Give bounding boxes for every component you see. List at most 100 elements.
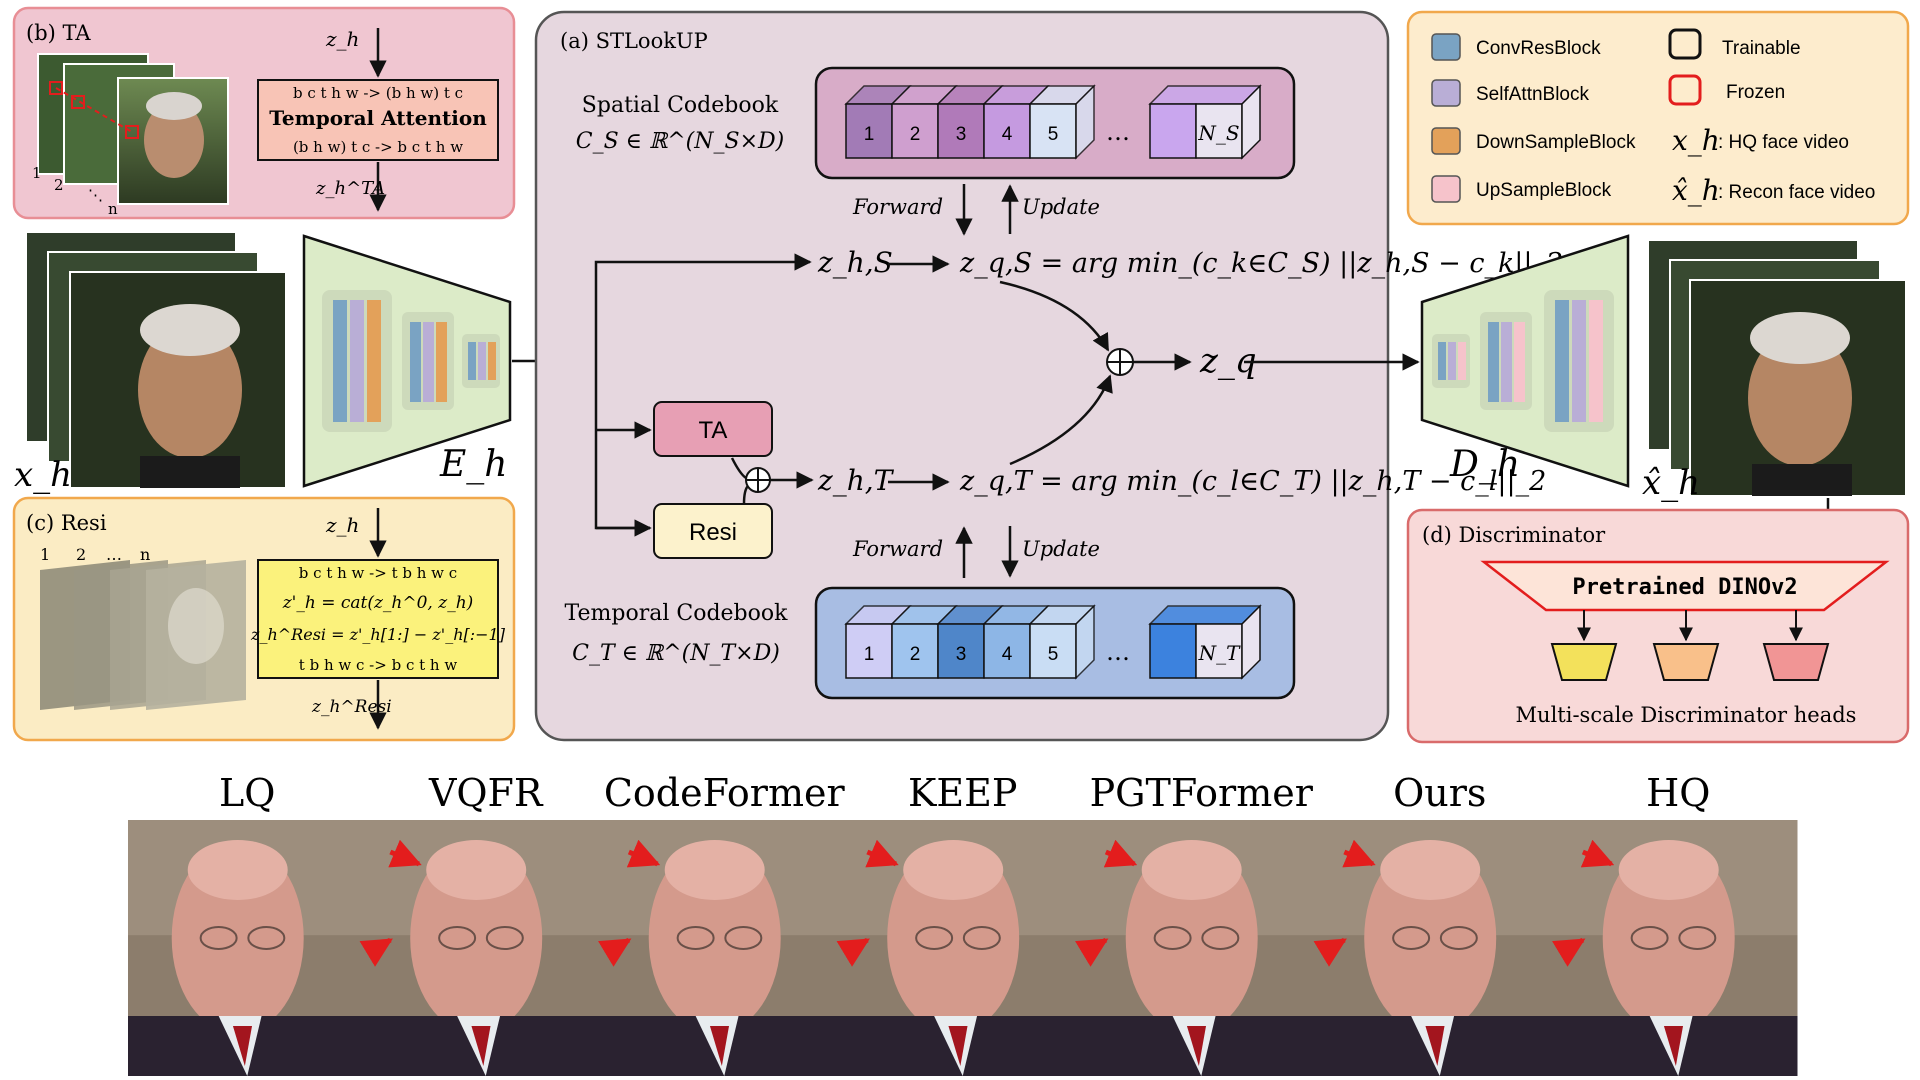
encoder-down-1 (367, 300, 381, 422)
legend-trainable-swatch (1668, 28, 1702, 60)
input-jacket (140, 456, 240, 488)
decoder-selfattn-2 (1501, 322, 1512, 402)
spatial-cube-side (1075, 84, 1095, 160)
legend-swatch-downsample (1431, 127, 1461, 155)
ta-input-label: z_h (325, 27, 359, 51)
resi-box-label: Resi (689, 519, 737, 546)
ta-box (653, 401, 773, 457)
face-glasses-right-hq (1678, 926, 1717, 950)
face-tie-ours (1425, 1026, 1445, 1066)
legend-label-downsample: DownSampleBlock (1476, 132, 1636, 153)
spatial-z-label: z_h,S (817, 246, 893, 279)
arrow-eye-codeformer (597, 937, 632, 967)
face-glasses-left-pgtformer (1153, 926, 1192, 950)
spatial-branch-arrow (594, 253, 812, 361)
output-face (1748, 330, 1852, 466)
stlookup-title: (a) STLookUP (560, 29, 708, 53)
ta-patch-n (125, 125, 139, 139)
decoder-up-2 (1514, 322, 1525, 402)
arrow-forehead-ours (1342, 839, 1376, 868)
encoder-convres-3 (468, 342, 476, 380)
ta-patch-1 (49, 81, 63, 95)
face-glasses-right-ours (1439, 926, 1478, 950)
legend-swatch-convres (1431, 33, 1461, 61)
disc-head-1 (1550, 643, 1618, 681)
temporal-cube-last-a (1149, 623, 1197, 679)
legend-swatch-upsample (1431, 175, 1461, 203)
resi-frames: 1 2 … n (40, 545, 246, 710)
temporal-eq: z_q,T = arg min_(c_l∈C_T) ||z_h,T − c_l|… (959, 466, 1546, 497)
decoder-up-3 (1589, 300, 1603, 422)
spatial-cube-3 (937, 103, 985, 159)
ta-rearrange-1: b c t h w -> (b h w) t c (293, 84, 463, 102)
spatial-cube-ellipsis: … (1106, 118, 1130, 146)
disc-head-3 (1762, 643, 1830, 681)
input-label: x_h (14, 455, 72, 495)
decoder-up-1 (1458, 342, 1466, 380)
face-forehead-ours (1380, 840, 1481, 900)
disc-title: (d) Discriminator (1422, 523, 1606, 547)
output-label: x̂_h (1642, 463, 1700, 503)
ta-rearrange-2: (b h w) t c -> b c t h w (293, 138, 463, 156)
spatial-cube-label-1: 1 (864, 124, 875, 145)
encoder-label: E_h (439, 444, 507, 485)
ta-patch-2 (71, 95, 85, 109)
face-glasses-right-pgtformer (1201, 926, 1240, 950)
temporal-cube-label-2: 2 (910, 644, 921, 665)
disc-head-2 (1652, 643, 1720, 681)
encoder-selfattn-1 (350, 300, 364, 422)
temporal-title: Temporal Codebook (565, 601, 789, 626)
ta-box-label: TA (699, 417, 728, 444)
ta-frame-label-1: 1 (32, 164, 42, 182)
arrow-eye-ours (1313, 937, 1347, 967)
resi-eq-2: z_h^Resi = z'_h[1:] − z'_h[:−1] (250, 625, 506, 644)
legend-trainable-label: Trainable (1722, 38, 1801, 59)
dinov2-label: Pretrained DINOv2 (1572, 575, 1797, 600)
spatial-last-side (1241, 84, 1261, 160)
resi-title: (c) Resi (26, 511, 107, 535)
resi-eq-1: z'_h = cat(z_h^0, z_h) (282, 593, 474, 613)
spatial-cube-label-3: 3 (956, 124, 967, 145)
legend-bg (1406, 10, 1910, 226)
legend-swatch-selfattn (1431, 79, 1461, 107)
spatial-title: Spatial Codebook (582, 93, 779, 118)
temporal-last-top (1148, 605, 1262, 625)
ta-frames: 1 2 n ⋱ (32, 53, 229, 218)
ta-output-label: z_h^TA (315, 178, 385, 199)
resi-input-label: z_h (325, 513, 359, 537)
face-forehead-keep (903, 840, 1004, 900)
face-tie-codeformer (709, 1026, 730, 1066)
face-glasses-left-hq (1630, 926, 1669, 950)
arrow-eye-pgtformer (1074, 937, 1109, 967)
ta-to-add-line (730, 457, 747, 480)
temporal-cube-last-label: N_T (1198, 641, 1242, 665)
spatial-cube-4 (983, 103, 1031, 159)
method-title-lq: LQ (219, 771, 275, 815)
ta-face (144, 102, 204, 178)
output-hair (1750, 312, 1850, 364)
output-video: x̂_h (1642, 239, 1907, 503)
legend-recon-label: : Recon face video (1718, 182, 1875, 203)
arrow-forehead-keep (865, 839, 899, 868)
legend-label-upsample: UpSampleBlock (1476, 180, 1612, 201)
input-face (138, 322, 242, 458)
spatial-cube-last-a (1149, 103, 1197, 159)
legend: ConvResBlock SelfAttnBlock DownSampleBlo… (1406, 10, 1910, 226)
ta-frame-label-2: 2 (54, 176, 64, 194)
spatial-symbol: C_S ∈ ℝ^(N_S×D) (576, 129, 784, 154)
encoder-selfattn-3 (478, 342, 486, 380)
decoder-label: D_h (1449, 444, 1520, 485)
ta-title: (b) TA (26, 21, 91, 45)
arrow-eye-hq (1551, 937, 1586, 967)
resi-frame-label-1: 1 (40, 545, 50, 564)
resi-frame-label-n: n (140, 545, 150, 564)
face-tie-lq (232, 1026, 253, 1066)
method-title-keep: KEEP (908, 771, 1017, 815)
spatial-cube-label-5: 5 (1048, 124, 1059, 145)
ta-block (257, 79, 499, 161)
encoder-down-3 (488, 342, 496, 380)
resi-panel: (c) Resi 1 2 … n z_h b c t h w -> t b h … (12, 496, 516, 742)
decoder-convres-3 (1555, 300, 1569, 422)
spatial-update-label: Update (1022, 195, 1100, 219)
discriminator-panel: (d) Discriminator Pretrained DINOv2 Mult… (1406, 508, 1910, 744)
